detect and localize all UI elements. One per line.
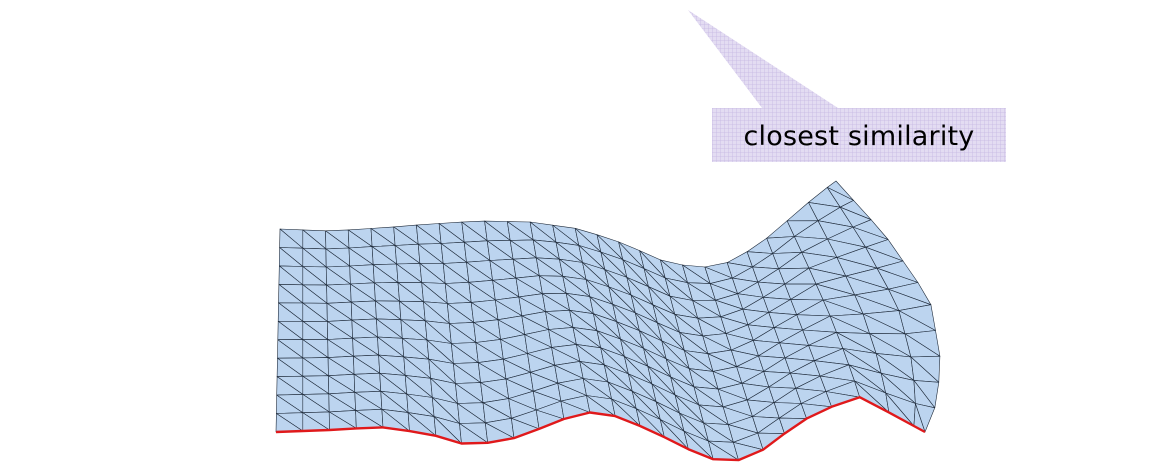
callout-rect bbox=[712, 108, 1006, 162]
deformed-triangle-mesh bbox=[275, 180, 941, 461]
callout-label: closest similarity bbox=[743, 120, 975, 152]
callout-box bbox=[688, 10, 1006, 162]
callout-pointer bbox=[688, 10, 838, 108]
bottom-boundary-curve bbox=[275, 396, 926, 462]
